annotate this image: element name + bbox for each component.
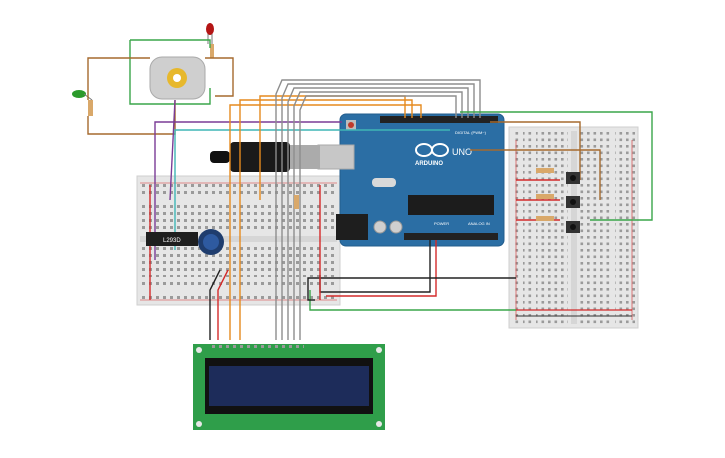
arduino-uno-board[interactable]: ARDUINO UNO DIGITAL (PWM~) POWER ANALOG … <box>317 113 505 247</box>
atmega-chip <box>408 195 494 215</box>
power-header-label: POWER <box>434 221 449 226</box>
green-led[interactable] <box>72 90 93 116</box>
usb-cable <box>210 142 320 172</box>
ic-label: L293D <box>163 238 181 244</box>
arduino-brand-label: ARDUINO <box>415 161 443 167</box>
left-breadboard[interactable] <box>136 175 341 306</box>
dc-jack <box>336 214 368 240</box>
analog-header-label: ANALOG IN <box>468 221 490 226</box>
pushbuttons[interactable] <box>566 172 580 233</box>
l293d-ic[interactable]: L293D <box>146 232 198 246</box>
red-led[interactable] <box>206 23 214 58</box>
usb-port <box>317 144 355 170</box>
dc-motor[interactable] <box>149 56 206 100</box>
wires <box>87 39 653 340</box>
arduino-model-label: UNO <box>452 147 472 157</box>
digital-header-label: DIGITAL (PWM~) <box>455 130 487 135</box>
arduino-logo-icon <box>415 143 449 157</box>
potentiometer[interactable] <box>198 229 224 255</box>
resistors <box>294 168 554 221</box>
lcd-16x2[interactable] <box>193 344 385 430</box>
